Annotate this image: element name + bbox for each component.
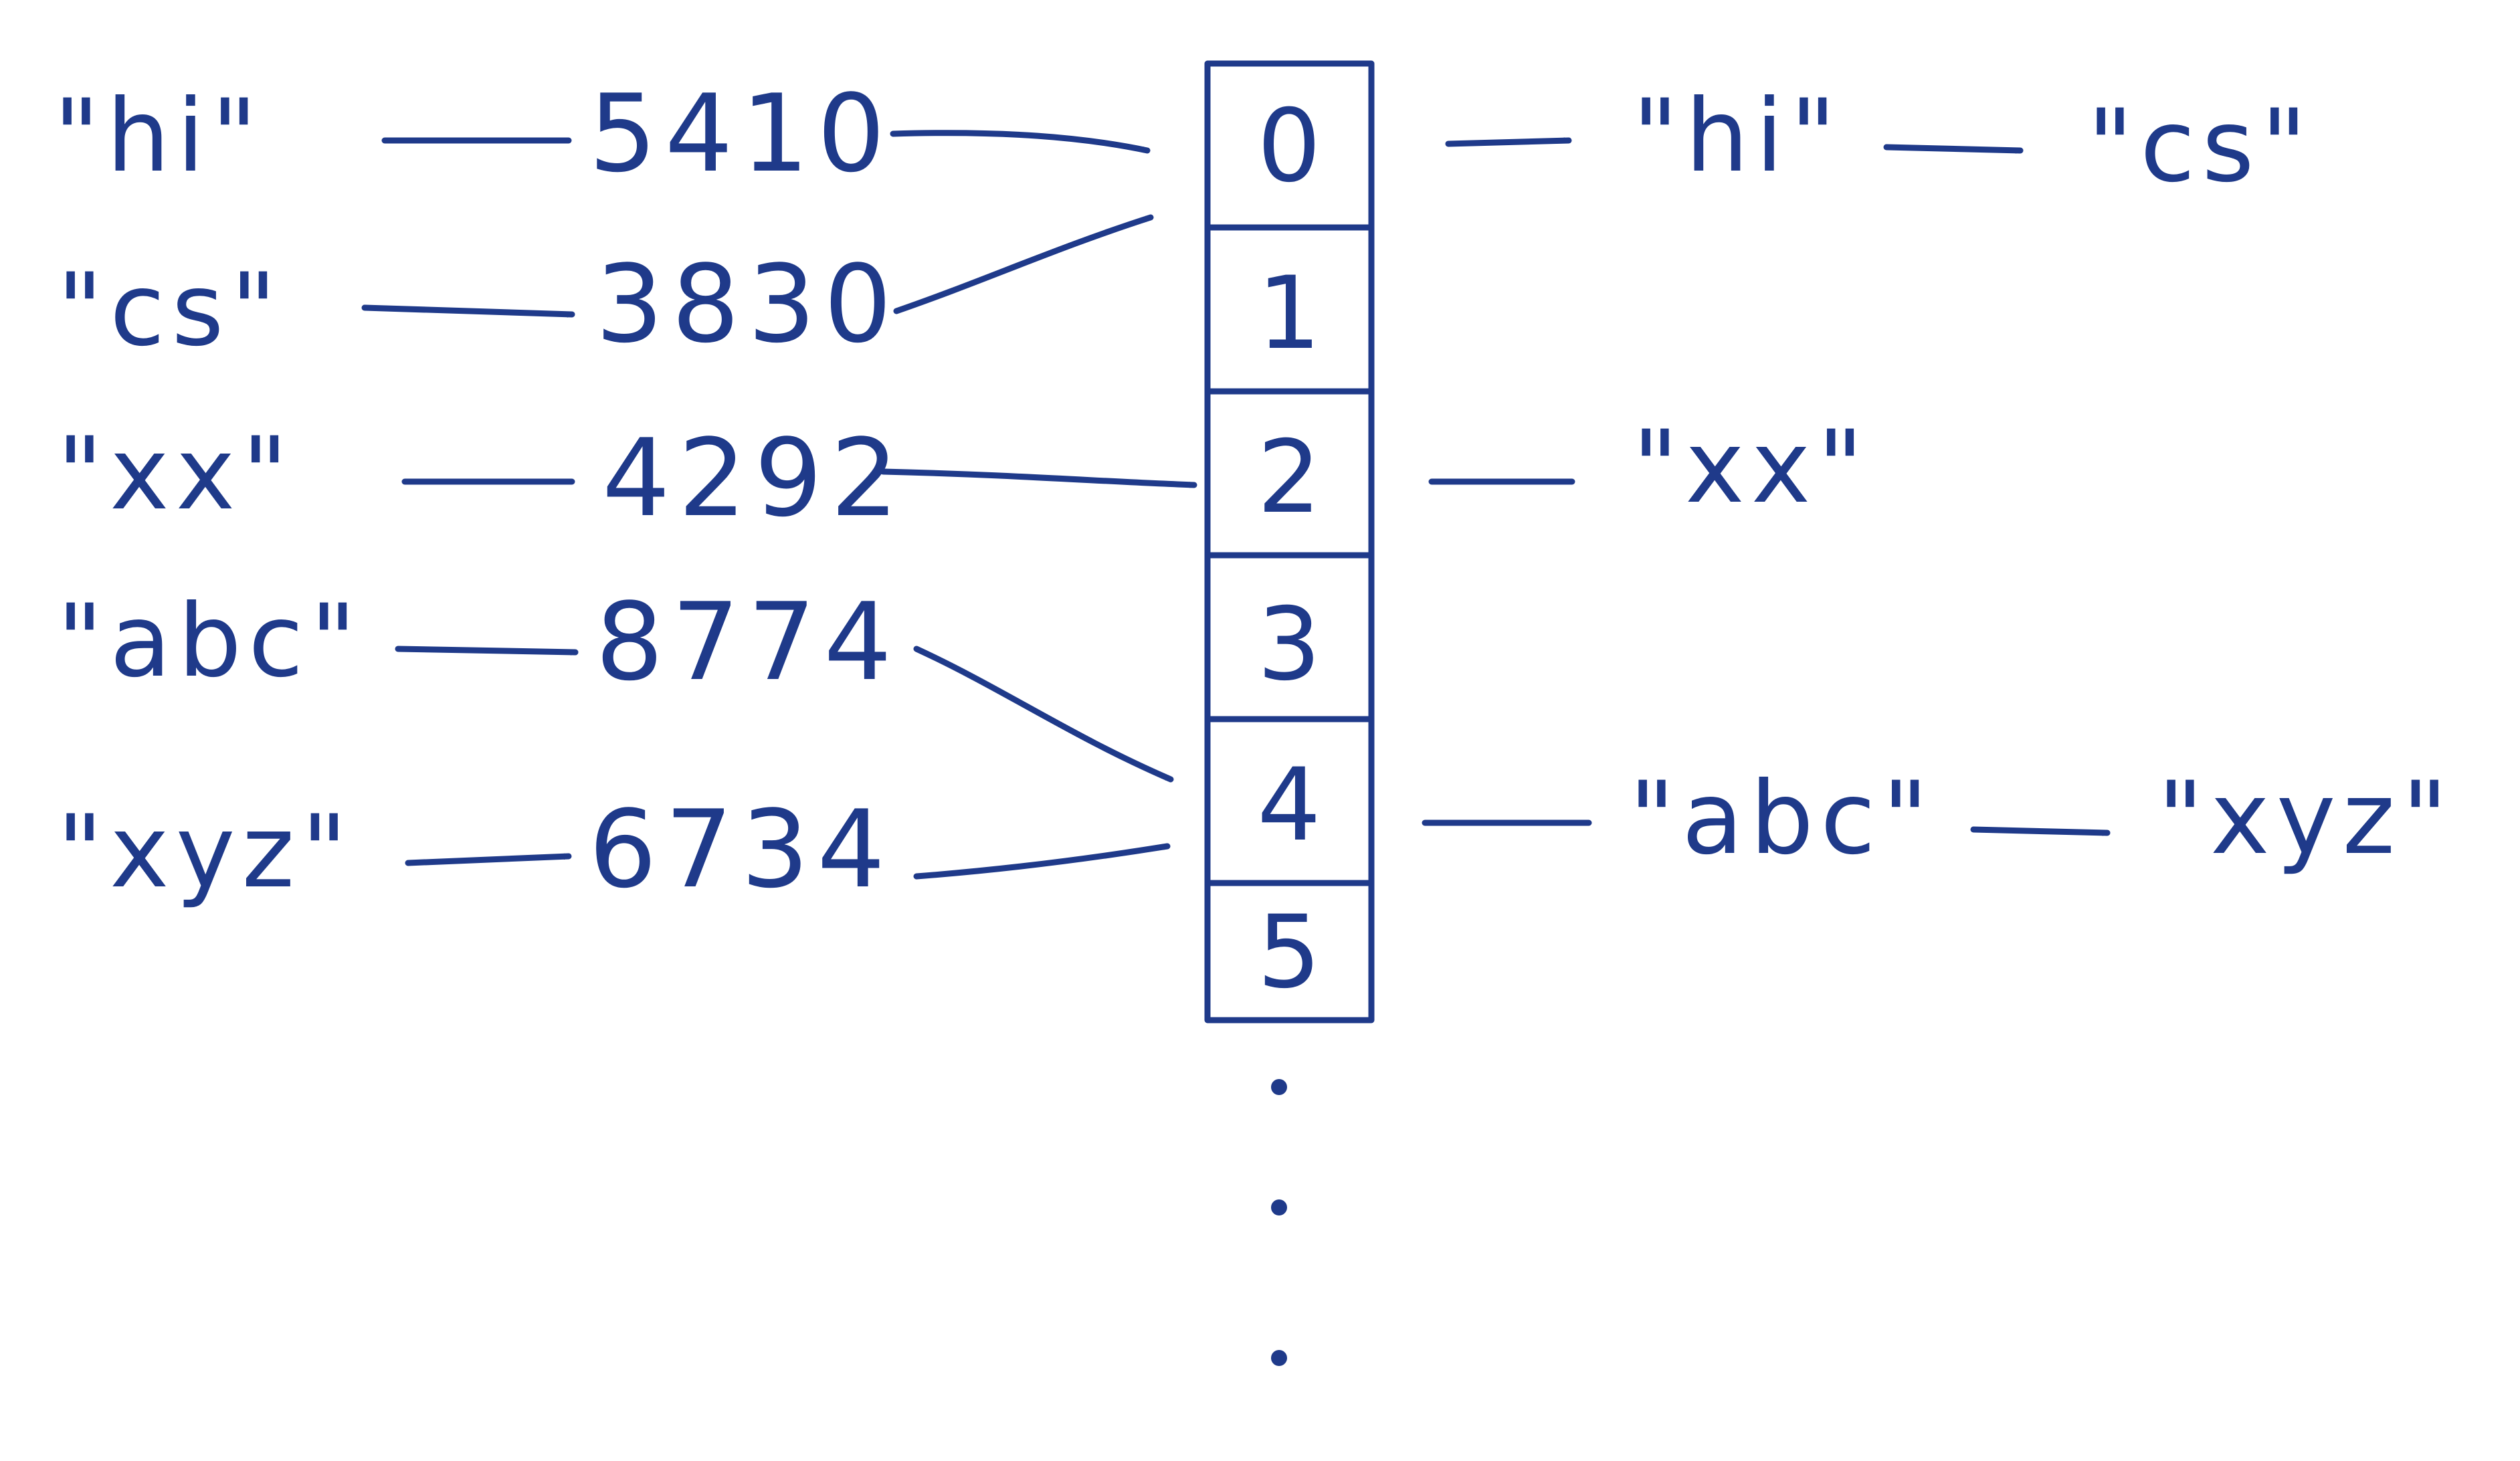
chain-bucket-2: "xx" — [1428, 409, 1870, 526]
hash-bucket-arrow — [880, 468, 1197, 485]
hash-value: 5410 — [589, 71, 893, 196]
key-hash-arrow — [361, 304, 575, 314]
bucket-array-outline — [1204, 60, 1375, 1024]
chain-bucket-0: "hi" "cs" — [1445, 78, 2314, 205]
key-label: "xyz" — [57, 794, 354, 910]
chain-item: "cs" — [2087, 88, 2314, 205]
chain-item: "abc" — [1629, 761, 1935, 877]
chain-arrow — [1883, 144, 2024, 151]
keys-column: "hi" "cs" "xx" "abc" "xyz" — [54, 78, 363, 910]
hash-bucket-arrow — [913, 646, 1174, 783]
key-label: "hi" — [54, 78, 264, 195]
hash-value: 8774 — [595, 579, 900, 704]
bucket-array: 0 1 2 3 4 5 — [1204, 60, 1375, 1024]
hash-value: 6734 — [589, 787, 893, 912]
bucket-index: 5 — [1257, 894, 1321, 1011]
chain-arrow — [1445, 140, 1572, 147]
bucket-index: 3 — [1257, 587, 1321, 703]
chain-arrow — [1970, 826, 2111, 833]
key-label: "cs" — [57, 252, 284, 369]
chain-bucket-4: "abc" "xyz" — [1422, 761, 2454, 877]
key-to-hash-arrows — [361, 137, 579, 866]
bucket-index: 2 — [1257, 419, 1321, 536]
chain-item: "xx" — [1632, 409, 1870, 526]
hash-to-bucket-arrows — [880, 130, 1197, 880]
hash-value: 3830 — [595, 241, 900, 367]
ellipsis-dot — [1271, 1199, 1287, 1215]
chain-item: "xyz" — [2157, 761, 2454, 877]
hash-value: 4292 — [602, 415, 906, 541]
hash-bucket-arrow — [890, 130, 1151, 154]
hash-bucket-arrow — [893, 214, 1154, 314]
key-hash-arrow — [405, 856, 572, 866]
hash-values-column: 5410 3830 4292 8774 6734 — [589, 71, 906, 912]
bucket-index: 0 — [1257, 88, 1321, 205]
key-label: "xx" — [57, 416, 295, 532]
ellipsis-dot — [1271, 1350, 1287, 1366]
key-hash-arrow — [395, 646, 579, 652]
chain-item: "hi" — [1632, 78, 1843, 195]
continuation-dots — [1271, 1079, 1287, 1366]
ellipsis-dot — [1271, 1079, 1287, 1095]
bucket-index: 1 — [1257, 256, 1321, 372]
key-label: "abc" — [57, 583, 363, 700]
hash-bucket-arrow — [913, 843, 1171, 880]
bucket-index: 4 — [1257, 747, 1321, 864]
